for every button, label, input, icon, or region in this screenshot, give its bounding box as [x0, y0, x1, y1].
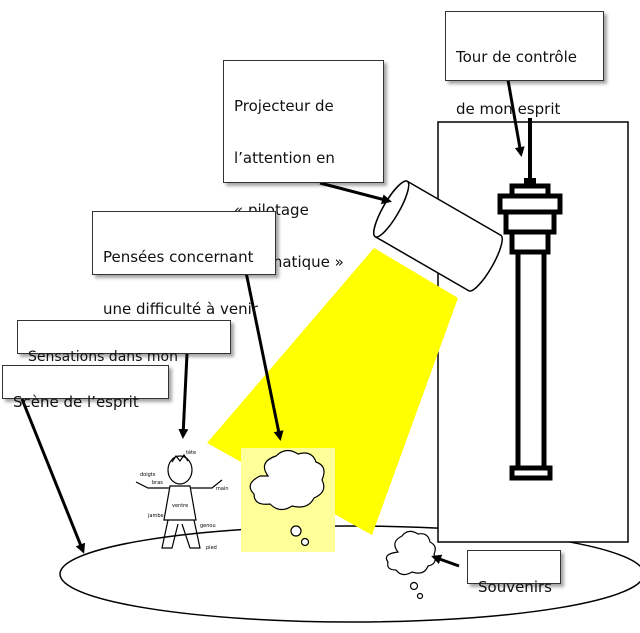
body-part-arm: bras: [152, 480, 163, 486]
thought-cloud-icon: [249, 449, 325, 547]
arrow-sensations: [178, 353, 189, 439]
control-tower-panel: [437, 121, 629, 543]
body-part-head: tête: [186, 449, 196, 456]
control-tower-icon: [497, 118, 563, 481]
body-part-leg: jambe: [147, 513, 164, 519]
body-figure-icon: [135, 453, 223, 549]
body-part-finger: doigts: [140, 472, 156, 478]
body-part-foot: pied: [206, 545, 217, 551]
memories-label: Souvenirs: [467, 550, 561, 596]
arrow-spotlight: [319, 181, 392, 205]
control-tower-label: Tour de contrôle de mon esprit: [445, 11, 604, 118]
arrow-memories: [431, 554, 460, 568]
arrow-mind-stage: [20, 398, 86, 554]
sensations-label: Sensations dans mon corps: [17, 320, 231, 385]
spotlight-icon: [373, 180, 503, 292]
thoughts-label: Pensées concernant une difficulté à veni…: [92, 211, 276, 318]
arrow-thoughts: [244, 271, 284, 441]
mind-stage-label: Scène de l’esprit: [2, 365, 169, 411]
body-part-knee: genou: [200, 523, 216, 529]
body-part-belly: ventre: [172, 503, 188, 509]
arrow-control-tower: [506, 79, 525, 157]
spotlight-label: Projecteur de l’attention en « pilotage …: [223, 60, 384, 271]
body-part-hand: main: [216, 486, 229, 492]
